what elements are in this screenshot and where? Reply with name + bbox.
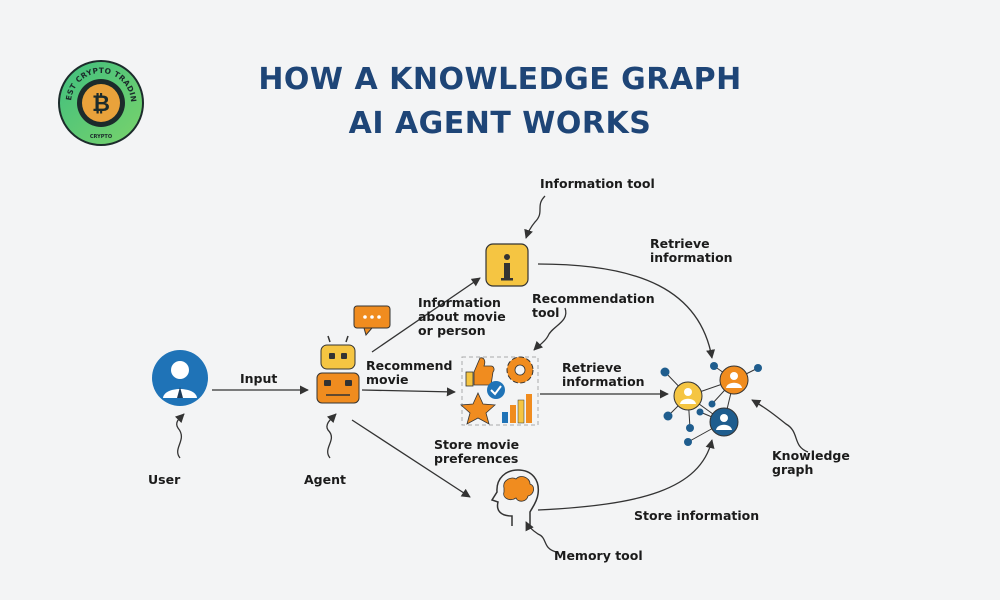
label-recommend-movie-2: movie	[366, 372, 409, 387]
label-information-tool: Information tool	[540, 176, 655, 191]
bar-chart-icon	[502, 394, 532, 424]
user-pointer	[174, 413, 185, 459]
knowledge-graph-icon	[660, 362, 762, 446]
logo-bottom-text: CRYPTO	[90, 134, 112, 140]
label-store-prefs-2: preferences	[434, 451, 518, 466]
label-retrieve-mid-1: Retrieve	[562, 360, 622, 375]
label-retrieve-top-2: information	[650, 250, 733, 265]
crypto-tradingbot-logo: ₿ THE BEST CRYPTO TRADINGBOT CRYPTO	[58, 60, 144, 146]
label-store-prefs-1: Store movie	[434, 437, 519, 452]
title-line-1: HOW A KNOWLEDGE GRAPH	[258, 62, 742, 97]
label-store-information: Store information	[634, 508, 759, 523]
label-info-about-2: about movie	[418, 309, 506, 324]
information-icon	[485, 243, 529, 287]
graph-node-orange	[719, 365, 749, 395]
graph-node-yellow	[673, 381, 703, 411]
label-retrieve-top-1: Retrieve	[650, 236, 710, 251]
label-info-about-3: or person	[418, 323, 486, 338]
label-memory-tool: Memory tool	[554, 548, 643, 563]
agent-pointer	[326, 413, 337, 459]
label-knowledge-graph-1: Knowledge	[772, 448, 850, 463]
check-icon	[487, 381, 505, 399]
info-tool-pointer	[524, 195, 546, 239]
recommendation-pointer	[533, 307, 567, 351]
label-input: Input	[240, 371, 277, 386]
memory-brain-icon	[490, 469, 540, 526]
agent-to-memory-arrow	[351, 419, 471, 498]
info-to-graph-arrow	[537, 263, 716, 359]
page-title: HOW A KNOWLEDGE GRAPH AI AGENT WORKS	[0, 58, 1000, 146]
label-agent: Agent	[304, 472, 346, 487]
graph-node-blue	[709, 407, 739, 437]
thumbs-up-icon	[465, 357, 495, 387]
svg-text:₿: ₿	[92, 92, 110, 117]
title-line-2: AI AGENT WORKS	[348, 106, 652, 141]
agent-to-recommendation-arrow	[361, 387, 456, 397]
label-retrieve-mid-2: information	[562, 374, 645, 389]
speech-bubble-icon	[353, 305, 391, 337]
star-icon	[460, 392, 496, 425]
label-user: User	[148, 472, 181, 487]
label-info-about-1: Information	[418, 295, 501, 310]
user-icon	[152, 350, 208, 406]
label-recommend-movie-1: Recommend	[366, 358, 452, 373]
label-recommendation-tool-2: tool	[532, 305, 559, 320]
bitcoin-icon	[82, 84, 120, 122]
graph-pointer	[751, 399, 809, 453]
gear-icon	[506, 356, 534, 384]
agent-to-info-tool-arrow	[371, 277, 481, 353]
memory-to-graph-arrow	[537, 439, 715, 511]
label-knowledge-graph-2: graph	[772, 462, 813, 477]
recommendation-tool-icon	[460, 356, 539, 426]
robot-agent-icon	[316, 335, 360, 404]
memory-pointer	[525, 521, 557, 553]
label-recommendation-tool-1: Recommendation	[532, 291, 655, 306]
